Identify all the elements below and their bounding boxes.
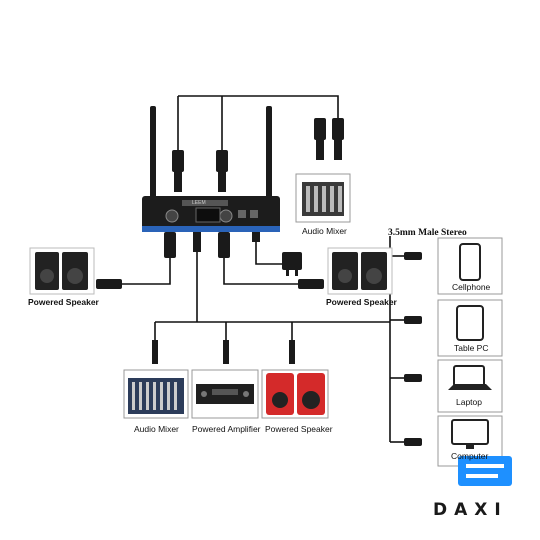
powered-speaker-bottom-device (261, 369, 329, 419)
audio-mixer-bottom-device (123, 369, 189, 419)
computer-device (451, 419, 489, 449)
laptop-device (448, 365, 492, 390)
xlr-connectors-top (172, 118, 344, 192)
stereo-jacks (404, 252, 422, 446)
tablet-pc-label: Table PC (454, 343, 489, 353)
powered-amplifier-label: Powered Amplifier (192, 424, 261, 434)
laptop-label: Laptop (456, 397, 482, 407)
audio-mixer-bottom-label: Audio Mixer (134, 424, 179, 434)
powered-speaker-left-label: Powered Speaker (28, 297, 99, 307)
daxi-logo-mark (458, 456, 512, 486)
xlr-connectors-bottom (96, 232, 324, 289)
wireless-receiver (142, 106, 280, 232)
cellphone-device (459, 243, 481, 281)
computer-label: Computer (451, 451, 489, 461)
powered-speaker-right-device (327, 247, 393, 295)
powered-speaker-left-device (29, 247, 95, 295)
power-adapter (282, 252, 302, 276)
daxi-logo-text: DAXI (433, 500, 508, 520)
stereo-jack-label: 3.5mm Male Stereo (388, 228, 467, 238)
antenna-right (266, 106, 272, 202)
powered-speaker-bottom-label: Powered Speaker (265, 424, 333, 434)
receiver-brand-tag: LEEM (192, 200, 206, 206)
powered-speaker-right-label: Powered Speaker (326, 297, 397, 307)
audio-mixer-top-device (295, 173, 351, 223)
powered-amplifier-device (191, 369, 259, 419)
antenna-left (150, 106, 156, 202)
bottom-jacks (152, 340, 295, 364)
tablet-device (456, 305, 484, 341)
audio-mixer-top-label: Audio Mixer (302, 226, 347, 236)
cellphone-label: Cellphone (452, 282, 491, 292)
